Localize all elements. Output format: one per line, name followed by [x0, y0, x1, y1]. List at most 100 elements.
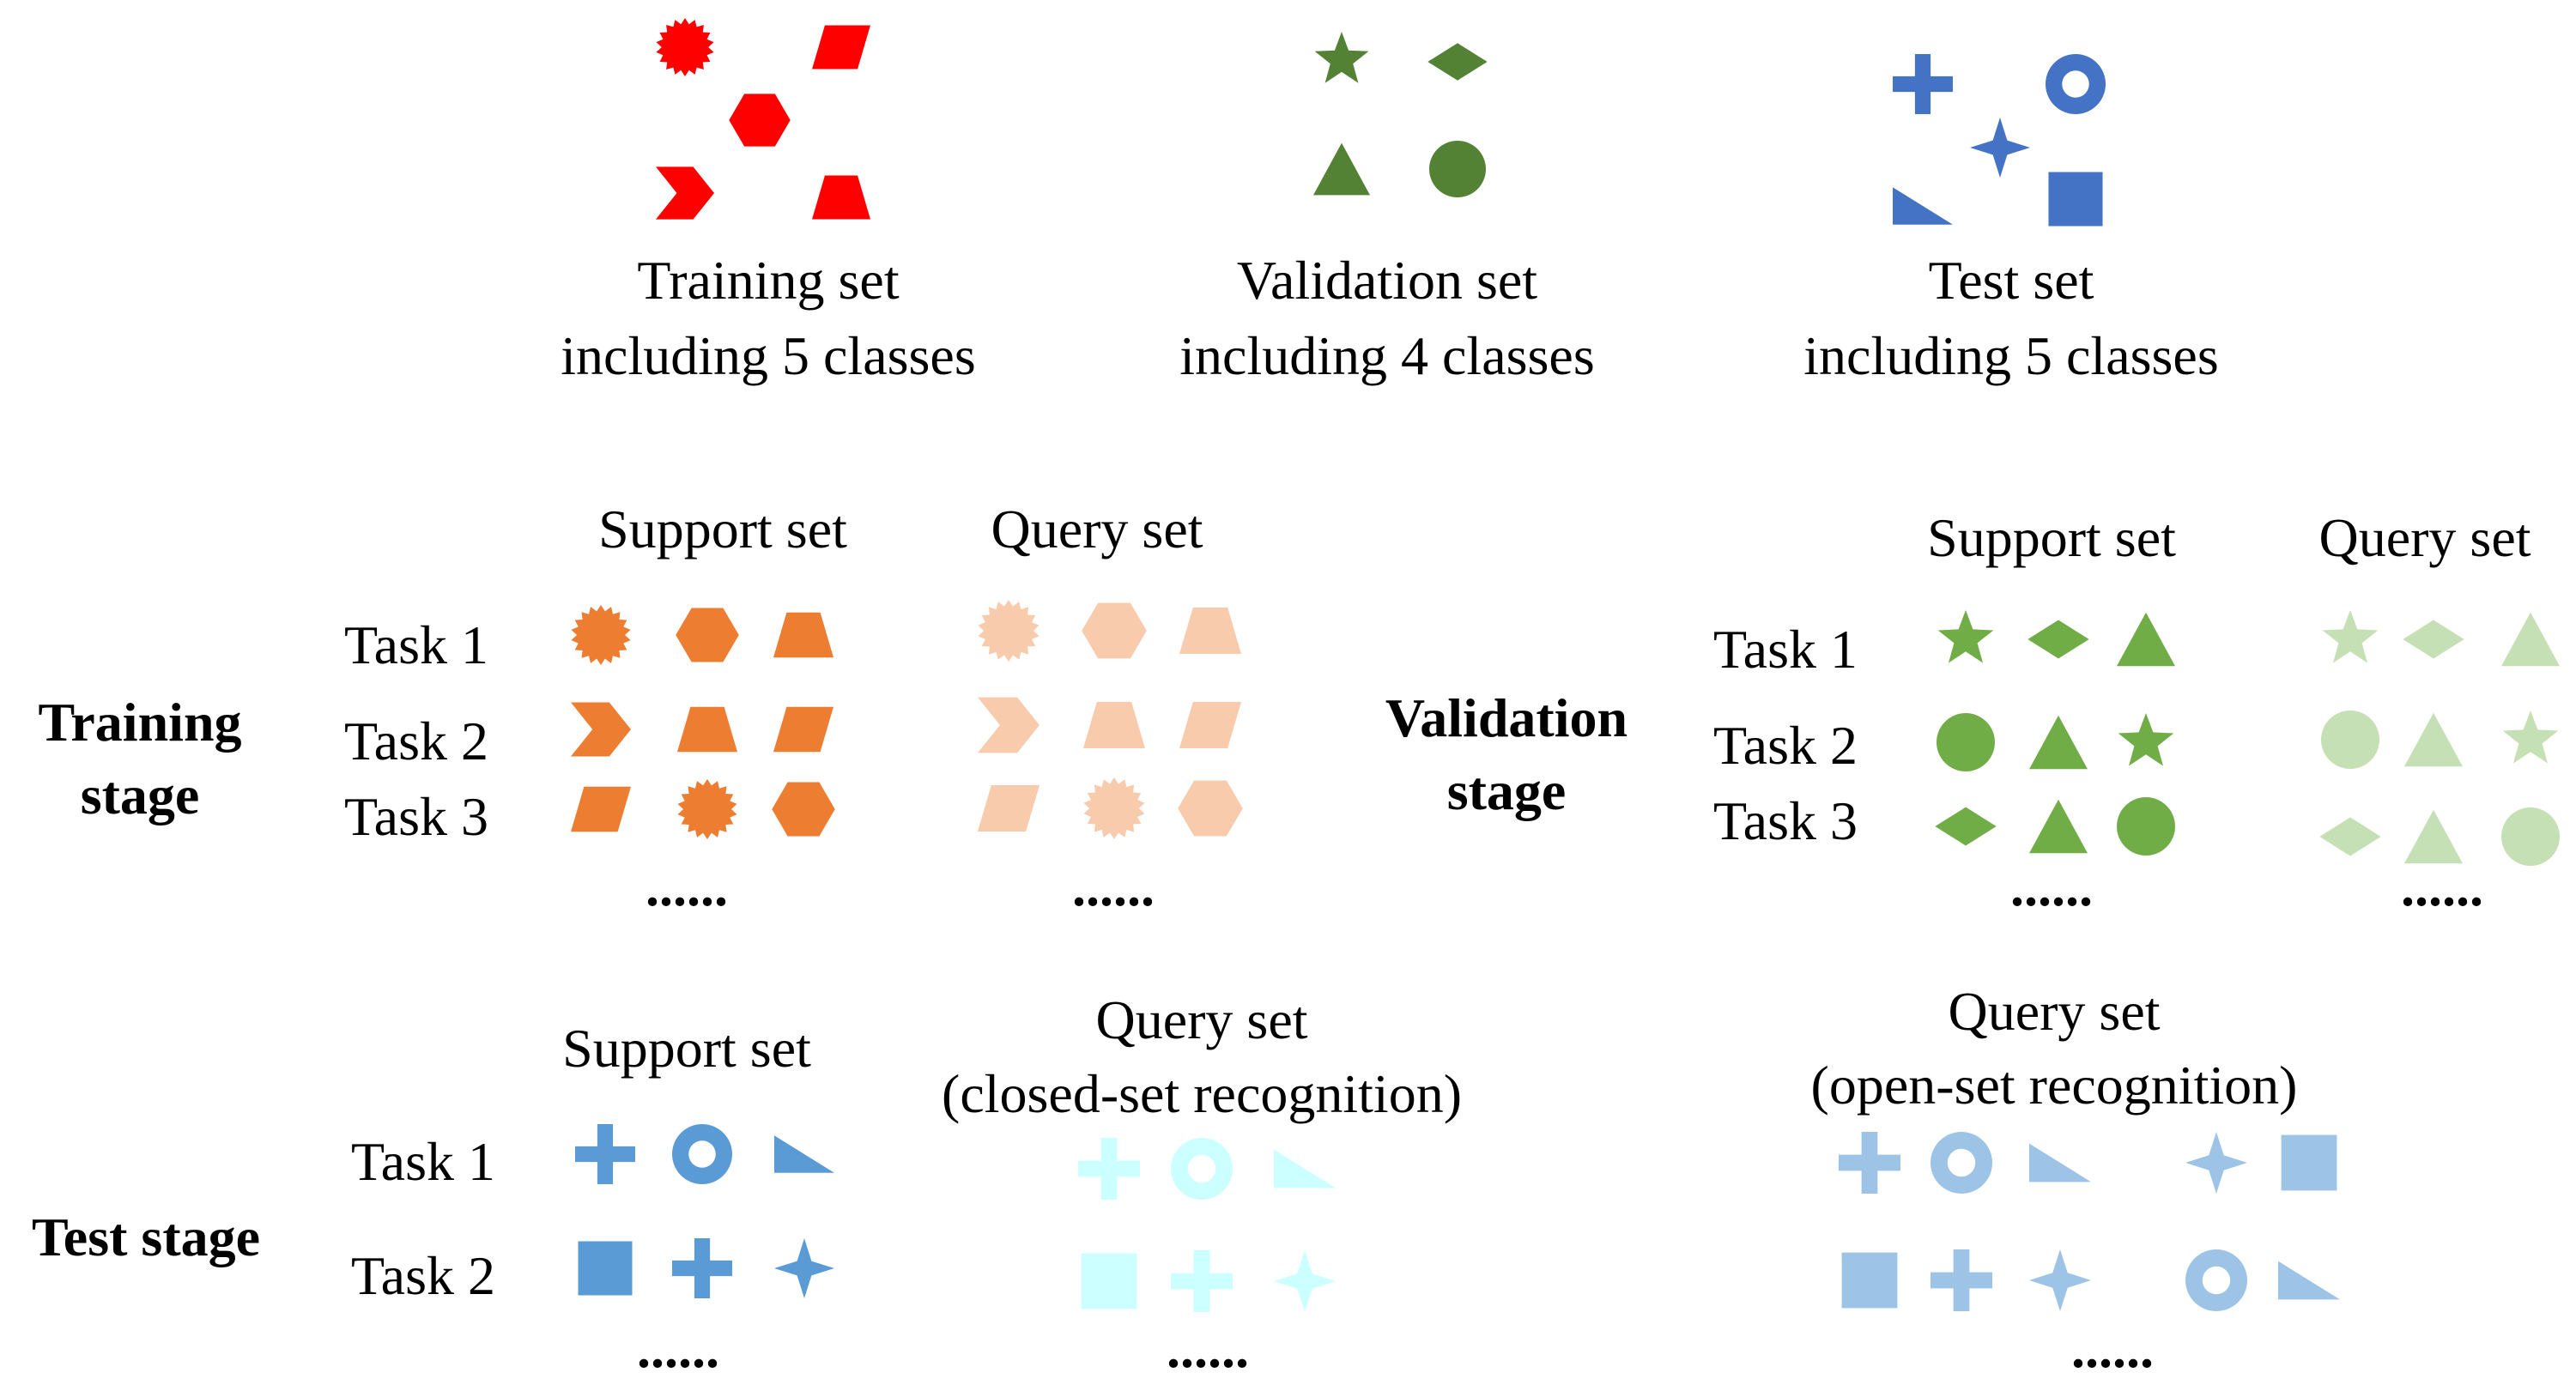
validation-query-r2-star-icon	[2502, 711, 2559, 764]
training-query-r2-trapezoid-icon	[1083, 702, 1145, 748]
validation-stage-title-line2: stage	[1447, 760, 1567, 821]
test-support-r2-plus-icon	[672, 1238, 733, 1298]
test-closed-query-r1-right-triangle-icon	[1274, 1149, 1336, 1188]
validation-task-1: Task 1	[1713, 619, 1858, 680]
training-support-r1-trapezoid-icon	[773, 612, 833, 658]
validation-query-r2-triangle-icon	[2404, 712, 2463, 767]
validation-support-r3-circle-icon	[2117, 797, 2175, 856]
test-open-query-label: Query set	[1948, 981, 2160, 1042]
training-set-title: Training set	[637, 250, 899, 311]
validation-query-r1-star-icon	[2322, 610, 2379, 663]
training-task-1: Task 1	[344, 614, 488, 675]
training-query-ellipsis: ......	[1072, 856, 1155, 917]
validation-query-r3-diamond-icon	[2319, 817, 2381, 856]
validation-support-r2-circle-icon	[1937, 713, 1995, 771]
validation-support-r1-diamond-icon	[2027, 620, 2089, 659]
top-validation-circle-icon	[1429, 141, 1486, 197]
training-set-classes: including 5 classes	[561, 325, 975, 386]
validation-task-3: Task 3	[1713, 790, 1858, 851]
validation-task-2: Task 2	[1713, 715, 1858, 776]
test-closed-query-r1-plus-icon	[1078, 1138, 1140, 1200]
test-support-r1-plus-icon	[575, 1124, 636, 1184]
training-query-r3-parallelogram-icon	[978, 785, 1039, 832]
test-closed-query-label: Query set	[1095, 989, 1307, 1050]
training-query-r2-chevron-icon	[978, 697, 1039, 753]
training-stage-title-line1: Training	[38, 692, 241, 753]
validation-set-title: Validation set	[1237, 250, 1537, 311]
validation-query-label: Query set	[2318, 507, 2531, 568]
validation-query-r1-triangle-icon	[2501, 612, 2560, 667]
validation-stage-title-line1: Validation	[1385, 687, 1627, 748]
top-test-right-triangle-icon	[1893, 187, 1953, 225]
test-support-r2-four-point-star-icon	[774, 1238, 834, 1298]
top-training-trapezoid-icon	[812, 175, 870, 220]
top-test-square-icon	[2048, 172, 2103, 227]
test-open-query-r1-square-icon	[2281, 1134, 2337, 1191]
top-validation-diamond-icon	[1427, 43, 1488, 81]
test-support-r1-right-triangle-icon	[774, 1135, 834, 1173]
top-validation-label: Validation set including 4 classes	[1179, 250, 1594, 386]
training-query-r1-hexagon-icon	[1082, 602, 1147, 659]
test-open-query-r1-plus-icon	[1839, 1132, 1900, 1194]
training-support-r1-hexagon-icon	[676, 608, 739, 662]
test-open-query-r1-donut-icon	[1930, 1132, 1992, 1194]
training-support-r1-seal-icon	[571, 605, 631, 665]
validation-support-r1-star-icon	[1937, 610, 1994, 663]
test-stage-title: Test stage	[32, 1207, 260, 1267]
test-closed-query-r2-plus-icon	[1171, 1250, 1233, 1312]
training-support-label: Support set	[598, 499, 847, 559]
training-task-2: Task 2	[344, 711, 488, 771]
top-validation-star-icon	[1314, 32, 1369, 83]
top-training-hexagon-icon	[729, 94, 791, 147]
test-open-query-r2-square-icon	[1841, 1252, 1898, 1309]
test-open-ellipsis: ......	[2071, 1318, 2154, 1379]
top-training-parallelogram-icon	[812, 25, 870, 70]
validation-support-r2-star-icon	[2118, 713, 2174, 766]
test-closed-query-r2-four-point-star-icon	[1274, 1250, 1336, 1312]
top-test-label: Test set including 5 classes	[1803, 250, 2218, 386]
top-training-chevron-icon	[656, 166, 714, 220]
test-support-r1-donut-icon	[672, 1124, 732, 1184]
validation-support-r3-diamond-icon	[1935, 807, 1997, 846]
test-closed-ellipsis: ......	[1167, 1318, 1249, 1379]
training-support-r3-hexagon-icon	[772, 782, 835, 837]
test-open-query-r1-four-point-star-icon	[2185, 1132, 2247, 1194]
test-support-label: Support set	[562, 1018, 811, 1079]
test-support-ellipsis: ......	[637, 1318, 719, 1379]
test-set-classes: including 5 classes	[1803, 325, 2218, 386]
validation-set-classes: including 4 classes	[1179, 325, 1594, 386]
training-support-r2-trapezoid-icon	[677, 706, 737, 753]
training-query-r1-trapezoid-icon	[1179, 608, 1241, 654]
validation-query-ellipsis: ......	[2401, 856, 2483, 917]
test-open-query-r1-right-triangle-icon	[2029, 1143, 2091, 1182]
test-open-query-subtitle: (open-set recognition)	[1811, 1055, 2298, 1116]
training-query-r2-parallelogram-icon	[1179, 702, 1241, 748]
training-query-r1-seal-icon	[978, 600, 1039, 662]
training-stage-title-line2: stage	[81, 765, 200, 826]
validation-support-r1-triangle-icon	[2117, 612, 2175, 667]
training-support-ellipsis: ......	[646, 856, 728, 917]
test-open-query-r2-plus-icon	[1930, 1249, 1992, 1311]
training-support-r2-chevron-icon	[571, 702, 631, 757]
top-training-seal-icon	[656, 18, 714, 76]
test-support-r2-square-icon	[578, 1241, 633, 1296]
validation-support-r2-triangle-icon	[2029, 715, 2088, 770]
validation-support-r3-triangle-icon	[2029, 799, 2088, 854]
test-set-title: Test set	[1929, 250, 2094, 311]
top-test-plus-icon	[1893, 54, 1953, 114]
test-task-1: Task 1	[351, 1131, 495, 1192]
test-closed-query-r2-square-icon	[1081, 1253, 1137, 1309]
test-open-query-r2-right-triangle-icon	[2278, 1261, 2340, 1300]
test-open-query-r2-four-point-star-icon	[2029, 1249, 2091, 1311]
top-training-label: Training set including 5 classes	[561, 250, 975, 386]
validation-support-label: Support set	[1927, 507, 2176, 568]
validation-query-r3-circle-icon	[2501, 807, 2560, 866]
training-task-3: Task 3	[344, 786, 488, 847]
training-query-r3-hexagon-icon	[1178, 780, 1243, 837]
training-support-r2-parallelogram-icon	[773, 706, 833, 753]
training-support-r3-seal-icon	[677, 779, 737, 839]
validation-support-ellipsis: ......	[2010, 856, 2093, 917]
training-query-r3-seal-icon	[1083, 777, 1145, 839]
test-closed-query-subtitle: (closed-set recognition)	[942, 1063, 1462, 1124]
